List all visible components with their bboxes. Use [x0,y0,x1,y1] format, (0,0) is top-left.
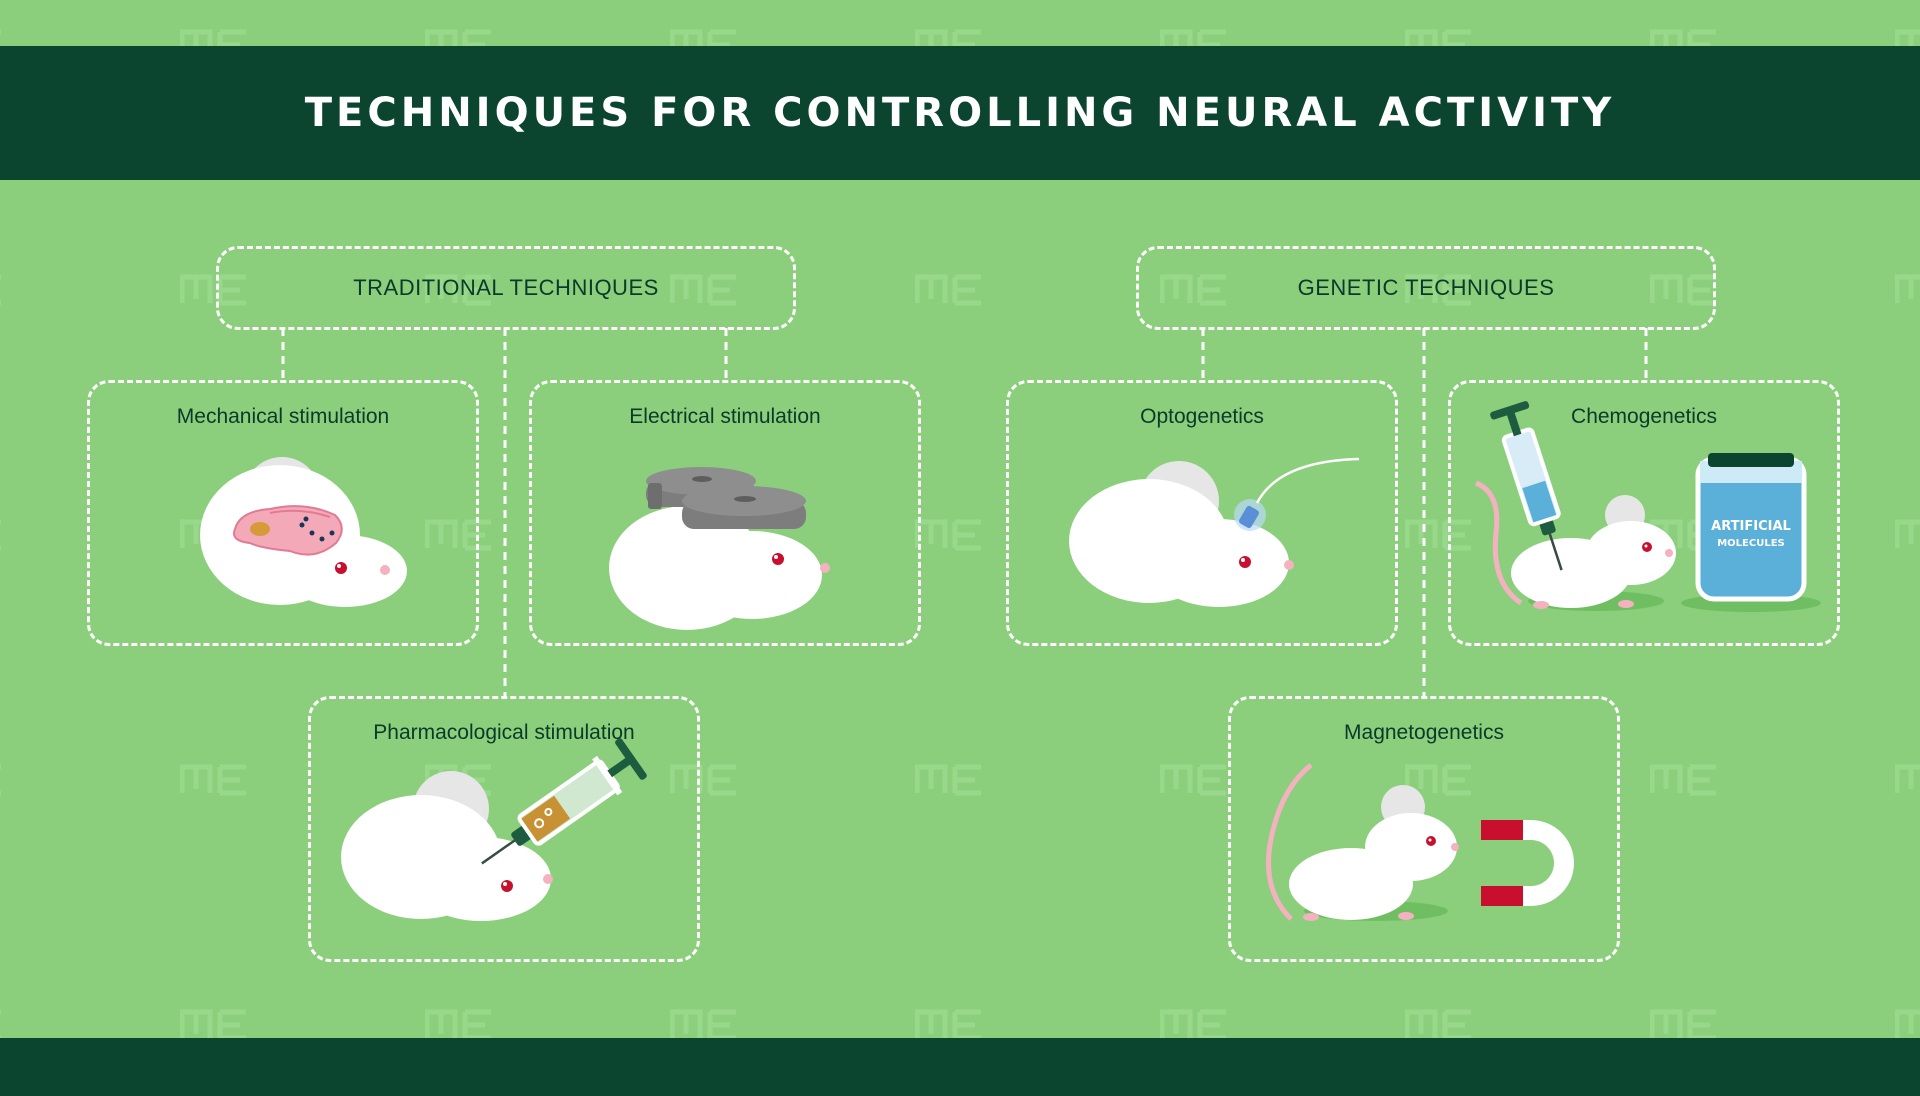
pharmacological-stimulation-label: Pharmacological stimulation [373,721,635,744]
bottle-label-line1: ARTIFICIAL [1711,519,1791,534]
mechanical-stimulation-label: Mechanical stimulation [176,405,390,428]
mouse-injection-illustration: ARTIFICIAL MOLECULES [1474,401,1821,612]
footer-band [0,1038,1920,1096]
mouse-optic-fiber-illustration [1069,457,1360,607]
magnetogenetics-box: Magnetogenetics [1228,696,1620,962]
mouse-electrode-illustration [609,467,830,630]
mouse-magnet-illustration [1266,763,1574,921]
traditional-techniques-box: TRADITIONAL TECHNIQUES [216,246,796,330]
header-band: TECHNIQUES FOR CONTROLLING NEURAL ACTIVI… [0,46,1920,180]
mouse-syringe-illustration [341,738,647,921]
pharmacological-stimulation-box: Pharmacological stimulation [308,696,700,962]
chemogenetics-label: Chemogenetics [1571,405,1717,428]
chemogenetics-box: Chemogenetics ARTIFICIAL [1448,380,1840,646]
electrical-stimulation-label: Electrical stimulation [629,405,821,428]
page-title: TECHNIQUES FOR CONTROLLING NEURAL ACTIVI… [304,90,1616,136]
mouse-brain-illustration [200,457,407,607]
mechanical-stimulation-box: Mechanical stimulation [87,380,479,646]
bottle-label-line2: MOLECULES [1717,538,1785,549]
magnetogenetics-label: Magnetogenetics [1344,721,1504,744]
genetic-techniques-box: GENETIC TECHNIQUES [1136,246,1716,330]
electrical-stimulation-box: Electrical stimulation [529,380,921,646]
traditional-techniques-label: TRADITIONAL TECHNIQUES [353,275,659,300]
optogenetics-label: Optogenetics [1140,405,1264,428]
optogenetics-box: Optogenetics [1006,380,1398,646]
genetic-techniques-label: GENETIC TECHNIQUES [1297,275,1555,300]
